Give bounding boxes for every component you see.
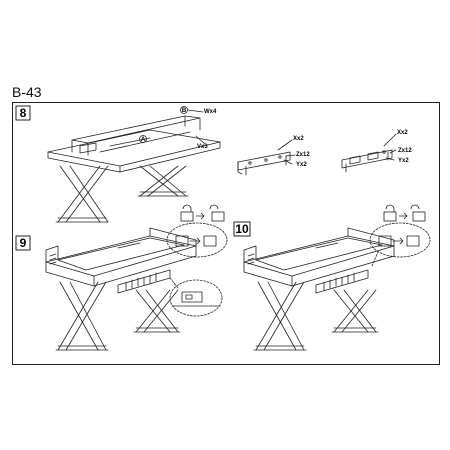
- right-bracket-part: [341, 133, 397, 173]
- step-8: [15, 105, 397, 223]
- right-bracket-z: Zx12: [398, 148, 412, 154]
- callout-v: Vx3: [197, 144, 208, 150]
- callout-w: Wx4: [204, 109, 217, 115]
- desk-step-10: [243, 227, 395, 351]
- right-bracket-y: Yx2: [398, 158, 409, 164]
- left-bracket-y: Yx2: [296, 162, 307, 168]
- lock-icon: [383, 204, 397, 222]
- step-10-number: 10: [235, 222, 249, 236]
- step-10: [233, 221, 431, 351]
- desk-step-8: [47, 106, 221, 223]
- right-bracket-x: Xx2: [397, 130, 408, 136]
- desk-step-9: [45, 227, 197, 351]
- lock-icon: [180, 204, 194, 222]
- page-model-code: B-43: [12, 84, 42, 100]
- left-bracket-part: [237, 139, 296, 176]
- instruction-frame: [12, 102, 440, 365]
- callout-a: A: [141, 137, 146, 143]
- step-9-number: 9: [20, 236, 27, 250]
- left-bracket-z: Zx12: [296, 152, 310, 158]
- unlock-icon: [410, 204, 426, 222]
- step-8-number: 8: [20, 106, 27, 120]
- left-bracket-x: Xx2: [293, 136, 304, 142]
- callout-b: B: [182, 108, 187, 114]
- unlock-icon: [209, 204, 225, 222]
- step-9: [15, 222, 228, 351]
